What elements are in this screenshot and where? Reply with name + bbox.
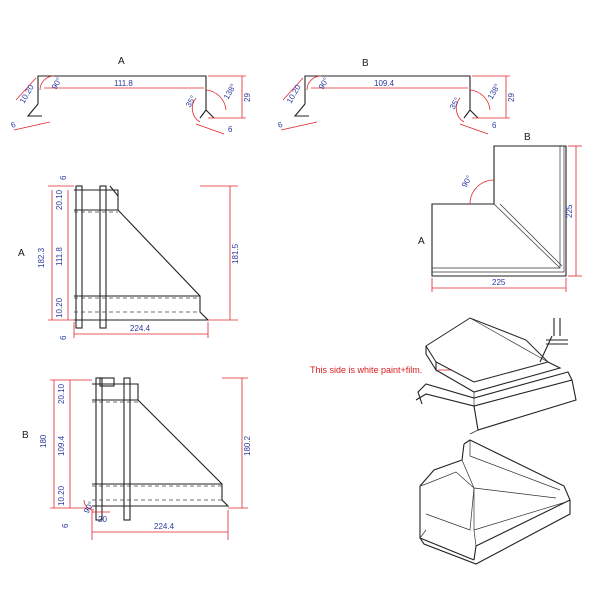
profile-b-angle-outer: 138° xyxy=(486,82,502,101)
side-a-label: A xyxy=(18,248,25,259)
profile-a-right-hem xyxy=(199,109,207,119)
isometric-bottom xyxy=(419,439,571,565)
side-a-top-flange: 20.10 xyxy=(55,189,64,210)
profile-a-inner-arc xyxy=(191,97,201,123)
profile-a-angle-arc xyxy=(39,75,55,91)
profile-b-inner-arc xyxy=(455,97,465,123)
profile-b-outline xyxy=(304,75,479,119)
profile-a-angle-inner: 35° xyxy=(184,94,198,109)
side-b-right-height: 180.2 xyxy=(243,435,252,456)
side-a-right-height: 181.5 xyxy=(231,243,240,264)
profile-a-label: A xyxy=(118,56,125,67)
side-a-bar-2 xyxy=(99,185,107,329)
profile-a-flange-left: 10.20 xyxy=(18,83,36,105)
side-b-tab: 20 xyxy=(98,515,107,524)
profile-b-flange-left: 10.20 xyxy=(285,83,303,105)
side-b-length: 224.4 xyxy=(154,522,175,531)
profile-a-height: 29 xyxy=(243,93,252,102)
side-a-top-small: 6 xyxy=(59,175,68,180)
side-b-total: 180 xyxy=(39,434,48,448)
top-view-height: 225 xyxy=(565,204,574,218)
profile-b: B 109.4 29 10.20 90° 6 35° 138° 6 xyxy=(277,58,516,135)
top-view: B A 90° 225 225 xyxy=(418,132,582,292)
side-b-bottom-flange: 10.20 xyxy=(57,485,66,506)
profile-a-width: 111.8 xyxy=(114,79,133,88)
profile-a: A 111.8 29 10.20 90° 6 35° 138° 6 xyxy=(10,56,252,135)
profile-b-label: B xyxy=(362,58,369,69)
side-b-top-flange: 20.10 xyxy=(57,383,66,404)
profile-b-right-hem xyxy=(463,109,471,119)
profile-a-angle-outer: 138° xyxy=(222,82,238,101)
isometric-top: This side is white paint+film. xyxy=(310,317,577,435)
top-view-a-label: A xyxy=(418,236,425,247)
side-b-web: 109.4 xyxy=(57,435,66,456)
side-view-b: B 20.10 180 109.4 10.20 6 180.2 90° 20 xyxy=(22,377,252,540)
side-a-bottom-small: 6 xyxy=(59,335,68,340)
profile-b-angle-arc xyxy=(306,75,322,91)
iso-bottom-outline xyxy=(463,439,571,561)
side-view-a: A 6 20.10 182.3 111.8 10.20 6 181.5 224.… xyxy=(18,175,240,340)
side-b-angle-arc xyxy=(83,499,95,511)
profile-a-hem-right: 6 xyxy=(228,125,233,134)
side-b-bottom-small: 6 xyxy=(61,523,70,528)
profile-a-outline xyxy=(37,75,215,119)
side-b-bar-2 xyxy=(123,377,131,521)
profile-a-left-hem xyxy=(26,103,42,117)
profile-b-height: 29 xyxy=(507,93,516,102)
top-view-b-label: B xyxy=(524,132,531,143)
profile-b-angle-left: 90° xyxy=(317,76,331,91)
profile-a-outer-arc xyxy=(205,89,227,111)
profile-b-hem-right: 6 xyxy=(492,121,497,130)
side-a-web: 111.8 xyxy=(55,247,64,266)
side-a-bottom-flange: 10.20 xyxy=(55,297,64,318)
profile-a-hem-left: 6 xyxy=(10,120,18,130)
profile-b-outer-arc xyxy=(469,89,491,111)
top-view-angle: 90° xyxy=(460,174,474,189)
top-view-outline xyxy=(431,145,567,277)
side-a-length: 224.4 xyxy=(130,324,151,333)
paint-film-note: This side is white paint+film. xyxy=(310,365,422,375)
side-a-bar-1 xyxy=(75,185,83,329)
profile-a-angle-left: 90° xyxy=(50,76,64,91)
side-b-label: B xyxy=(22,430,29,441)
side-b-bar-1 xyxy=(95,377,103,521)
profile-b-hem-left: 6 xyxy=(277,120,285,130)
top-view-width: 225 xyxy=(492,278,506,287)
profile-b-left-hem xyxy=(293,103,309,117)
top-view-angle-arc xyxy=(469,179,495,205)
profile-b-width: 109.4 xyxy=(374,79,395,88)
side-a-total: 182.3 xyxy=(37,247,46,268)
